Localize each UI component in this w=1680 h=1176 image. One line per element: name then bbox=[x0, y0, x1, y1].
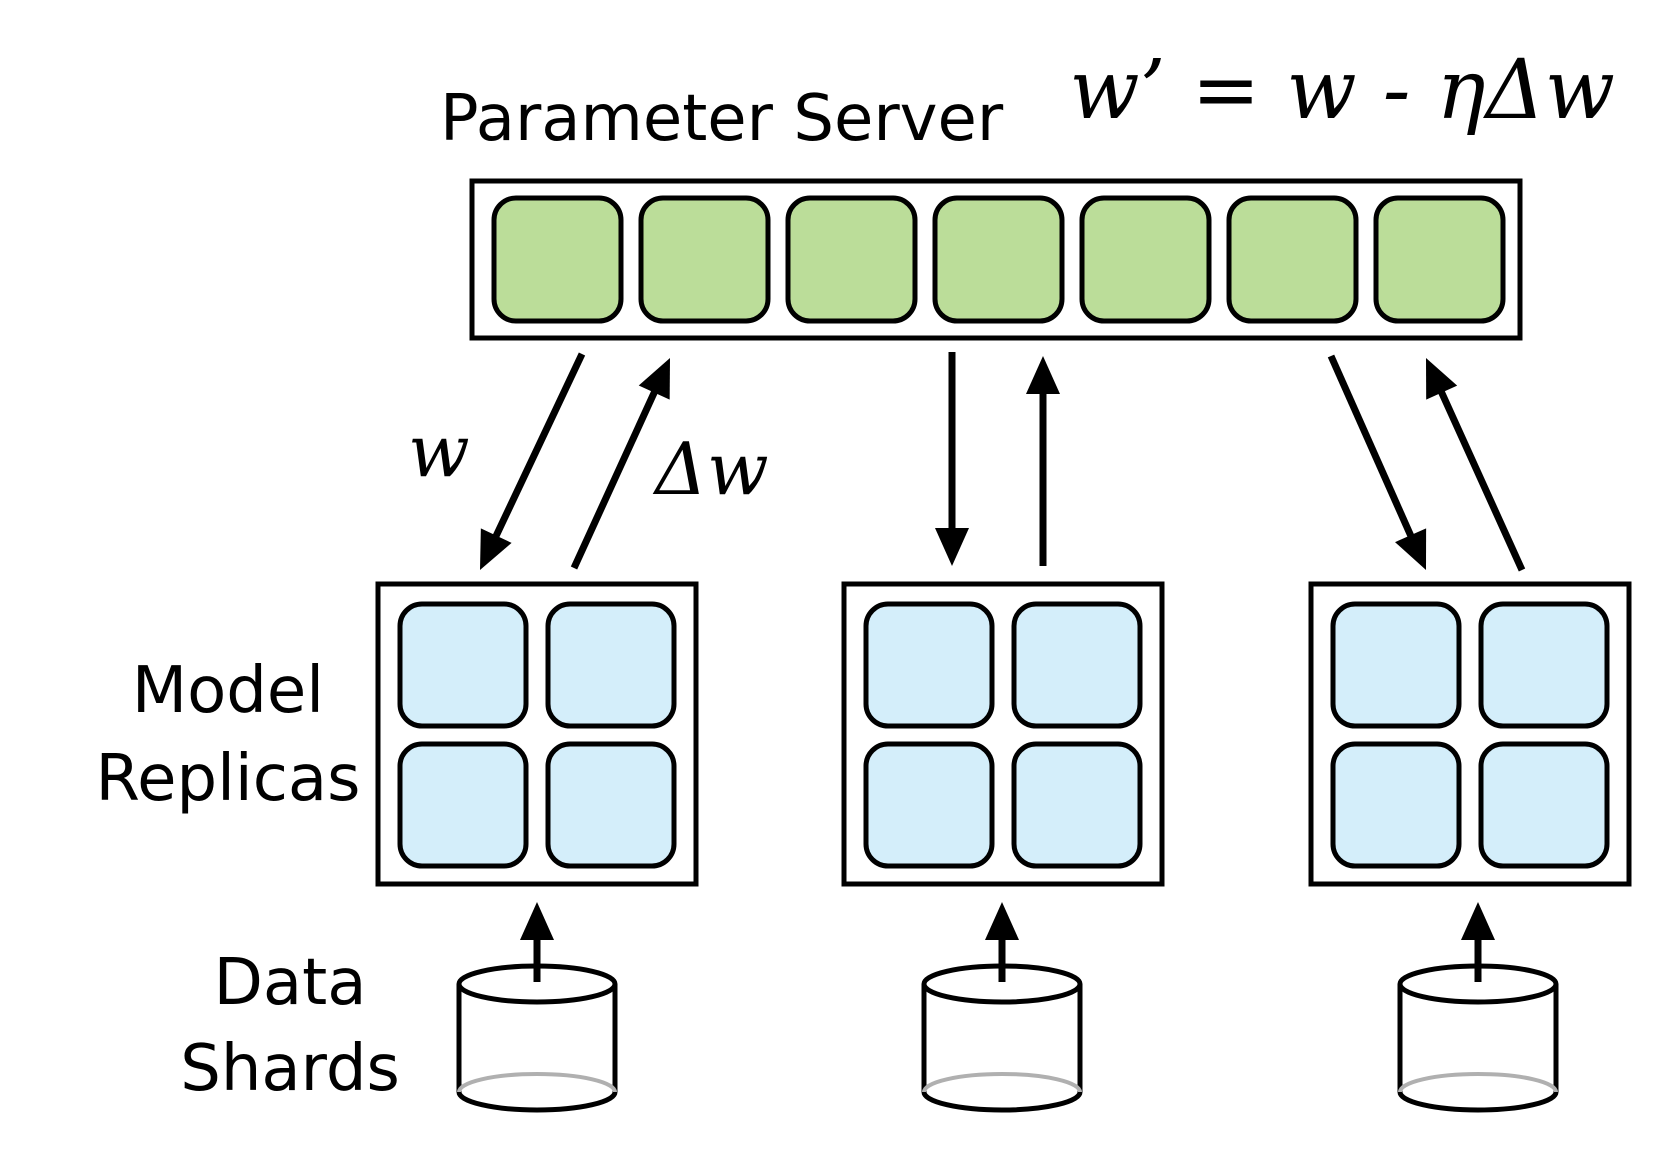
replica-partition bbox=[1478, 741, 1610, 869]
parameter-shard-7 bbox=[1373, 195, 1506, 324]
data-shard-2 bbox=[921, 902, 1083, 1113]
model-label: Model bbox=[132, 654, 324, 728]
gradient-arrow-3 bbox=[1426, 358, 1526, 572]
replica-partition bbox=[545, 741, 677, 869]
data-feed-arrow-3 bbox=[1461, 902, 1495, 982]
cylinder-base-back bbox=[457, 1072, 617, 1093]
replica-partition bbox=[397, 741, 529, 869]
data-shard-3 bbox=[1397, 902, 1559, 1113]
model-replica-1 bbox=[375, 581, 699, 887]
model-replicas bbox=[375, 581, 1632, 887]
data-label: Data bbox=[214, 946, 367, 1020]
parameter-server bbox=[469, 178, 1523, 341]
gradient-label: Δw bbox=[652, 427, 769, 511]
parameter-shards bbox=[491, 195, 1506, 324]
parameter-shard-1 bbox=[491, 195, 624, 324]
parameter-shard-2 bbox=[638, 195, 771, 324]
parameter-shard-3 bbox=[785, 195, 918, 324]
cylinder-body bbox=[456, 984, 618, 1113]
replica-partition bbox=[863, 601, 995, 729]
data-shard-1 bbox=[456, 902, 618, 1113]
weights-label: w bbox=[408, 409, 470, 493]
parameter-shard-4 bbox=[932, 195, 1065, 324]
data-feed-arrow-2 bbox=[985, 902, 1019, 982]
cylinder-base-back bbox=[1398, 1072, 1558, 1093]
parameter-shard-5 bbox=[1079, 195, 1212, 324]
replica-partition bbox=[1478, 601, 1610, 729]
data-shards bbox=[456, 902, 1559, 1113]
replica-partition bbox=[1011, 601, 1143, 729]
replica-partition bbox=[545, 601, 677, 729]
data-feed-arrow-1 bbox=[520, 902, 554, 982]
gradient-arrow-2 bbox=[1026, 356, 1060, 566]
cylinder-body bbox=[1397, 984, 1559, 1113]
weights-arrow-1 bbox=[480, 352, 586, 570]
sync-arrows bbox=[480, 352, 1526, 572]
parameter-server-label: Parameter Server bbox=[440, 82, 1004, 156]
weights-arrow-2 bbox=[935, 352, 969, 566]
gradient-arrow-1 bbox=[570, 358, 670, 570]
replicas-label: Replicas bbox=[96, 742, 361, 816]
replica-partition bbox=[863, 741, 995, 869]
replica-partition bbox=[1011, 741, 1143, 869]
parameter-shard-6 bbox=[1226, 195, 1359, 324]
cylinder-body bbox=[921, 984, 1083, 1113]
model-replica-3 bbox=[1308, 581, 1632, 887]
shards-label: Shards bbox=[180, 1032, 400, 1106]
replica-partition bbox=[397, 601, 529, 729]
model-replica-2 bbox=[841, 581, 1165, 887]
cylinder-base-back bbox=[922, 1072, 1082, 1093]
replica-partition bbox=[1330, 601, 1462, 729]
update-formula: w’ = w - ηΔw bbox=[1069, 43, 1615, 138]
replica-partition bbox=[1330, 741, 1462, 869]
weights-arrow-3 bbox=[1327, 354, 1427, 570]
